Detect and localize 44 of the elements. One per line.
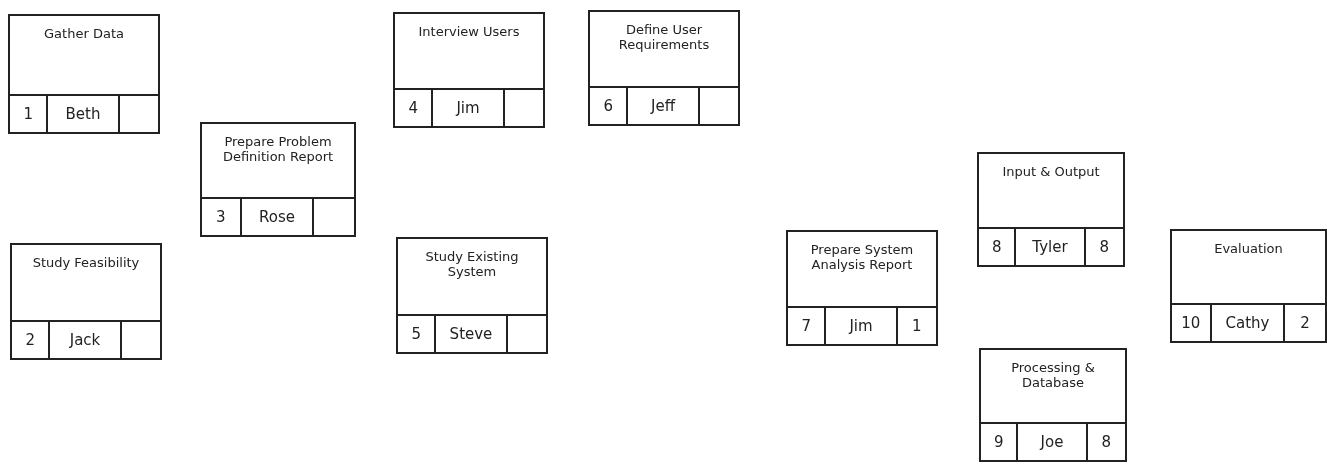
duration-text: 2: [1300, 314, 1310, 332]
task-name: Prepare System Analysis Report: [809, 242, 915, 272]
task-box: [200, 122, 356, 237]
task-name: Processing & Database: [1010, 360, 1096, 390]
task-number-text: 6: [603, 97, 613, 115]
owner-text: Joe: [1040, 433, 1064, 451]
task-name: Gather Data: [43, 26, 125, 41]
task-box: [1170, 229, 1327, 343]
owner-text: Jack: [69, 331, 101, 349]
task-name: Define User Requirements: [617, 22, 711, 52]
owner-text: Cathy: [1225, 314, 1270, 332]
owner-text: Steve: [449, 325, 493, 343]
task-number-text: 8: [991, 238, 1002, 256]
task-box: [396, 237, 548, 354]
task-number-text: 10: [1181, 314, 1201, 332]
task-box: [8, 14, 160, 134]
task-box: [786, 230, 938, 346]
task-box: [10, 243, 162, 360]
owner-text: Jim: [849, 317, 873, 335]
task-name: Input & Output: [1001, 164, 1101, 179]
task-box: [979, 348, 1127, 462]
task-box: [977, 152, 1125, 267]
task-number-text: 1: [23, 105, 33, 123]
owner-text: Jim: [456, 99, 480, 117]
task-name: Evaluation: [1213, 241, 1284, 256]
owner-text: Beth: [65, 105, 101, 123]
task-number-text: 2: [25, 331, 35, 349]
owner-text: Jeff: [651, 97, 675, 115]
owner-text: Tyler: [1032, 238, 1068, 256]
task-number-text: 4: [408, 99, 418, 117]
task-name: Interview Users: [417, 24, 521, 39]
task-name: Study Feasibility: [31, 255, 141, 270]
duration-text: 8: [1101, 433, 1112, 451]
task-number-text: 9: [993, 433, 1004, 451]
task-number-text: 7: [801, 317, 811, 335]
duration-text: 8: [1099, 238, 1110, 256]
task-name: Study Existing System: [424, 249, 520, 279]
task-number-text: 5: [411, 325, 421, 343]
duration-text: 1: [911, 317, 922, 335]
task-box: [393, 12, 545, 128]
task-name: Prepare Problem Definition Report: [221, 134, 335, 164]
task-box: [588, 10, 740, 126]
task-number-text: 3: [216, 208, 226, 226]
owner-text: Rose: [259, 208, 295, 226]
